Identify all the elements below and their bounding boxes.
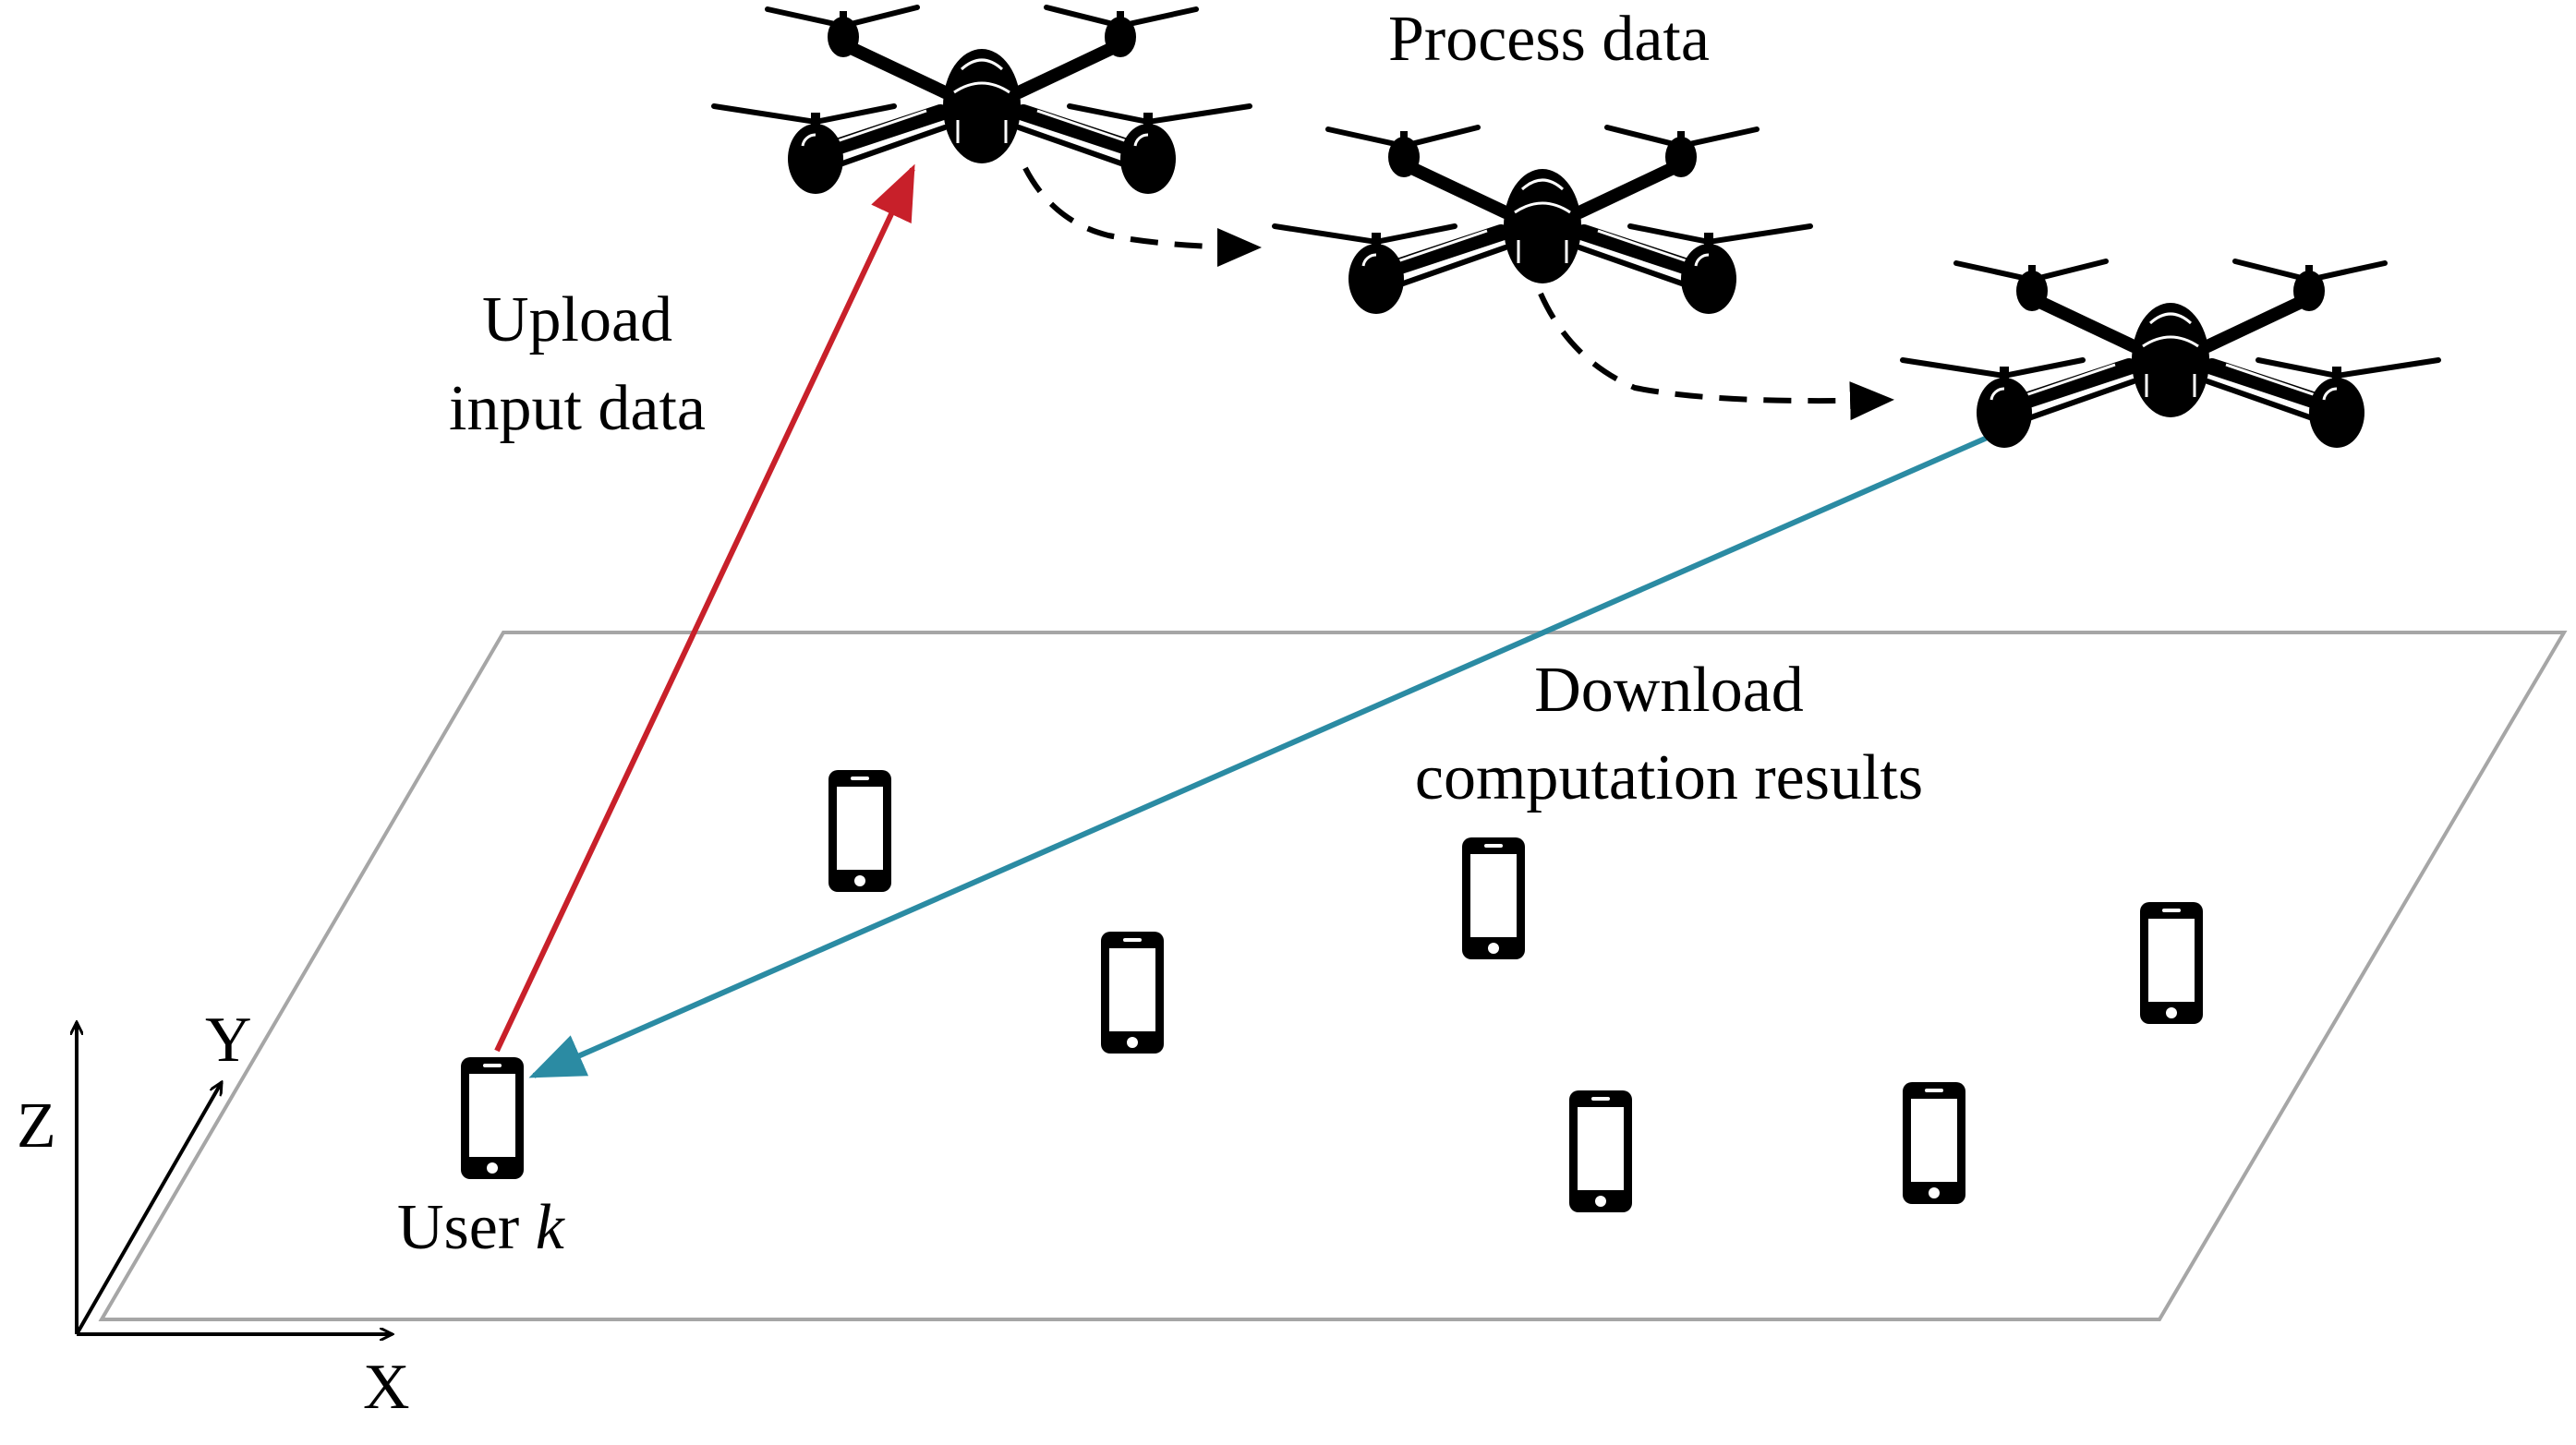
uav-3-icon	[1903, 261, 2438, 448]
user-device-icon	[1101, 932, 1164, 1054]
axis-z-label: Z	[17, 1090, 56, 1162]
user-device-icon	[1569, 1090, 1632, 1212]
axis-y-label: Y	[205, 1005, 252, 1076]
user-device-icon	[2140, 902, 2203, 1024]
user-device-icon	[1903, 1082, 1965, 1204]
user-k-label: User k	[397, 1196, 564, 1260]
upload-label-line1: Upload	[481, 284, 673, 355]
user-index-variable: k	[535, 1192, 564, 1263]
trajectory-arrow-1	[1022, 166, 1262, 267]
axis-x-label: X	[363, 1352, 410, 1423]
uav-2-icon	[1275, 127, 1810, 314]
upload-link-arrow	[494, 163, 915, 1053]
user-device-icon	[1462, 837, 1525, 959]
uav-1-icon	[714, 7, 1250, 194]
upload-label-line2: input data	[449, 373, 706, 444]
ground-plane	[98, 631, 2568, 1321]
user-label-text: User	[397, 1192, 536, 1263]
download-label-line1: Download	[1534, 655, 1804, 726]
user-k-device-icon	[461, 1057, 524, 1179]
download-link-arrow	[528, 427, 2008, 1078]
y-axis	[75, 1082, 224, 1335]
user-device-icon	[828, 770, 891, 892]
process-data-label: Process data	[1388, 4, 1710, 75]
trajectory-arrow-2	[1538, 292, 1894, 421]
download-label-line2: computation results	[1414, 742, 1924, 813]
